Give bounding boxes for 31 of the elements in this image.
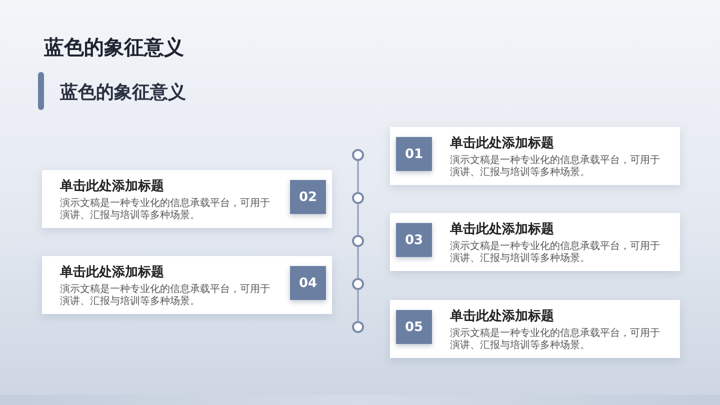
timeline-line bbox=[357, 247, 359, 278]
text-card bbox=[390, 127, 680, 185]
number-badge: 05 bbox=[396, 310, 432, 344]
timeline-line bbox=[357, 161, 359, 192]
number-badge: 03 bbox=[396, 223, 432, 257]
number-badge: 01 bbox=[396, 137, 432, 171]
timeline-dot bbox=[352, 149, 364, 161]
timeline-dot bbox=[352, 278, 364, 290]
timeline-dot bbox=[352, 321, 364, 333]
timeline-dot bbox=[352, 192, 364, 204]
number-badge: 04 bbox=[290, 266, 326, 300]
card-body-text: 演示文稿是一种专业化的信息承载平台，可用于演讲、汇报与培训等多种场景。 bbox=[60, 198, 271, 222]
card-body-text: 演示文稿是一种专业化的信息承载平台，可用于演讲、汇报与培训等多种场景。 bbox=[450, 328, 661, 352]
text-card bbox=[390, 213, 680, 271]
card-body-text: 演示文稿是一种专业化的信息承载平台，可用于演讲、汇报与培训等多种场景。 bbox=[60, 284, 271, 308]
timeline-line bbox=[357, 204, 359, 235]
text-card bbox=[390, 300, 680, 358]
text-card bbox=[42, 170, 332, 228]
card-body-text: 演示文稿是一种专业化的信息承载平台，可用于演讲、汇报与培训等多种场景。 bbox=[450, 155, 661, 179]
card-heading: 单击此处添加标题 bbox=[60, 264, 165, 281]
section-heading: 蓝色的象征意义 bbox=[60, 81, 186, 104]
number-badge: 02 bbox=[290, 180, 326, 214]
card-heading: 单击此处添加标题 bbox=[450, 221, 555, 238]
card-heading: 单击此处添加标题 bbox=[450, 135, 555, 152]
card-heading: 单击此处添加标题 bbox=[60, 178, 165, 195]
card-heading: 单击此处添加标题 bbox=[450, 308, 555, 325]
page-title: 蓝色的象征意义 bbox=[44, 34, 184, 61]
card-body-text: 演示文稿是一种专业化的信息承载平台，可用于演讲、汇报与培训等多种场景。 bbox=[450, 241, 661, 265]
text-card bbox=[42, 256, 332, 314]
timeline-line bbox=[357, 290, 359, 321]
timeline-dot bbox=[352, 235, 364, 247]
